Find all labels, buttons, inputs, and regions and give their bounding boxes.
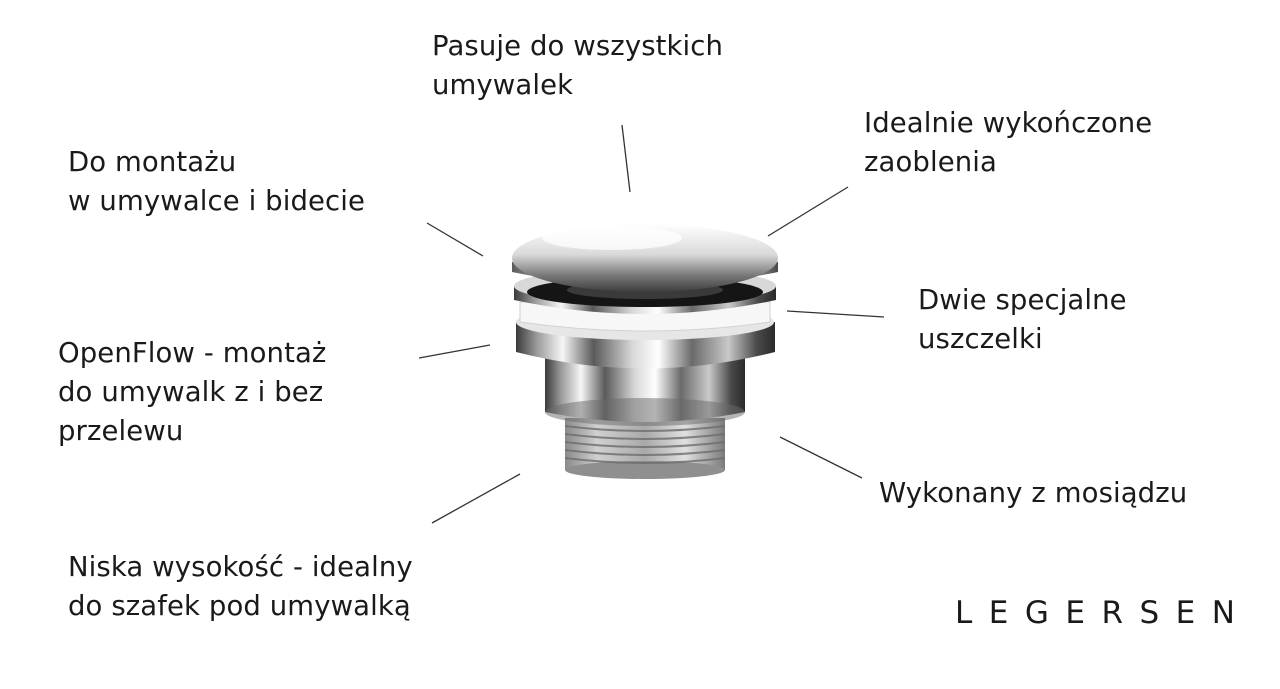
label-line: umywalek <box>432 69 574 101</box>
drain-cap <box>512 224 778 292</box>
label-line: Wykonany z mosiądzu <box>879 477 1188 509</box>
leader-line-left-1 <box>426 222 484 257</box>
label-mounting-basin-bidet: Do montażu w umywalce i bidecie <box>68 143 365 221</box>
leader-line-left-2 <box>418 344 491 359</box>
leader-line-right-3 <box>779 436 863 479</box>
drain-thread <box>564 418 726 479</box>
label-line: uszczelki <box>918 323 1043 355</box>
label-low-height: Niska wysokość - idealny do szafek pod u… <box>68 548 413 626</box>
label-line: Do montażu <box>68 146 237 178</box>
drain-body <box>545 355 745 426</box>
leader-line-top-right <box>767 186 849 237</box>
label-brass-made: Wykonany z mosiądzu <box>879 474 1187 513</box>
label-line: przelewu <box>58 415 184 447</box>
pop-up-drain-image <box>512 224 778 479</box>
label-line: OpenFlow - montaż <box>58 337 327 369</box>
leader-line-right-2 <box>786 310 885 318</box>
label-line: Pasuje do wszystkich <box>432 30 724 62</box>
label-fits-all-basins: Pasuje do wszystkich umywalek <box>432 27 723 105</box>
label-line: do umywalk z i bez <box>58 376 324 408</box>
leader-lines <box>418 124 885 524</box>
leader-line-bottom <box>431 473 521 524</box>
label-line: Dwie specjalne <box>918 284 1127 316</box>
label-line: Niska wysokość - idealny <box>68 551 413 583</box>
leader-line-top <box>621 124 631 193</box>
label-openflow: OpenFlow - montaż do umywalk z i bez prz… <box>58 334 326 451</box>
label-line: Idealnie wykończone <box>864 107 1153 139</box>
label-line: do szafek pod umywalką <box>68 590 411 622</box>
label-rounded-finish: Idealnie wykończone zaoblenia <box>864 104 1152 182</box>
label-line: w umywalce i bidecie <box>68 185 366 217</box>
label-line: zaoblenia <box>864 146 997 178</box>
brand-logo: LEGERSEN <box>955 595 1252 631</box>
label-two-seals: Dwie specjalne uszczelki <box>918 281 1127 359</box>
